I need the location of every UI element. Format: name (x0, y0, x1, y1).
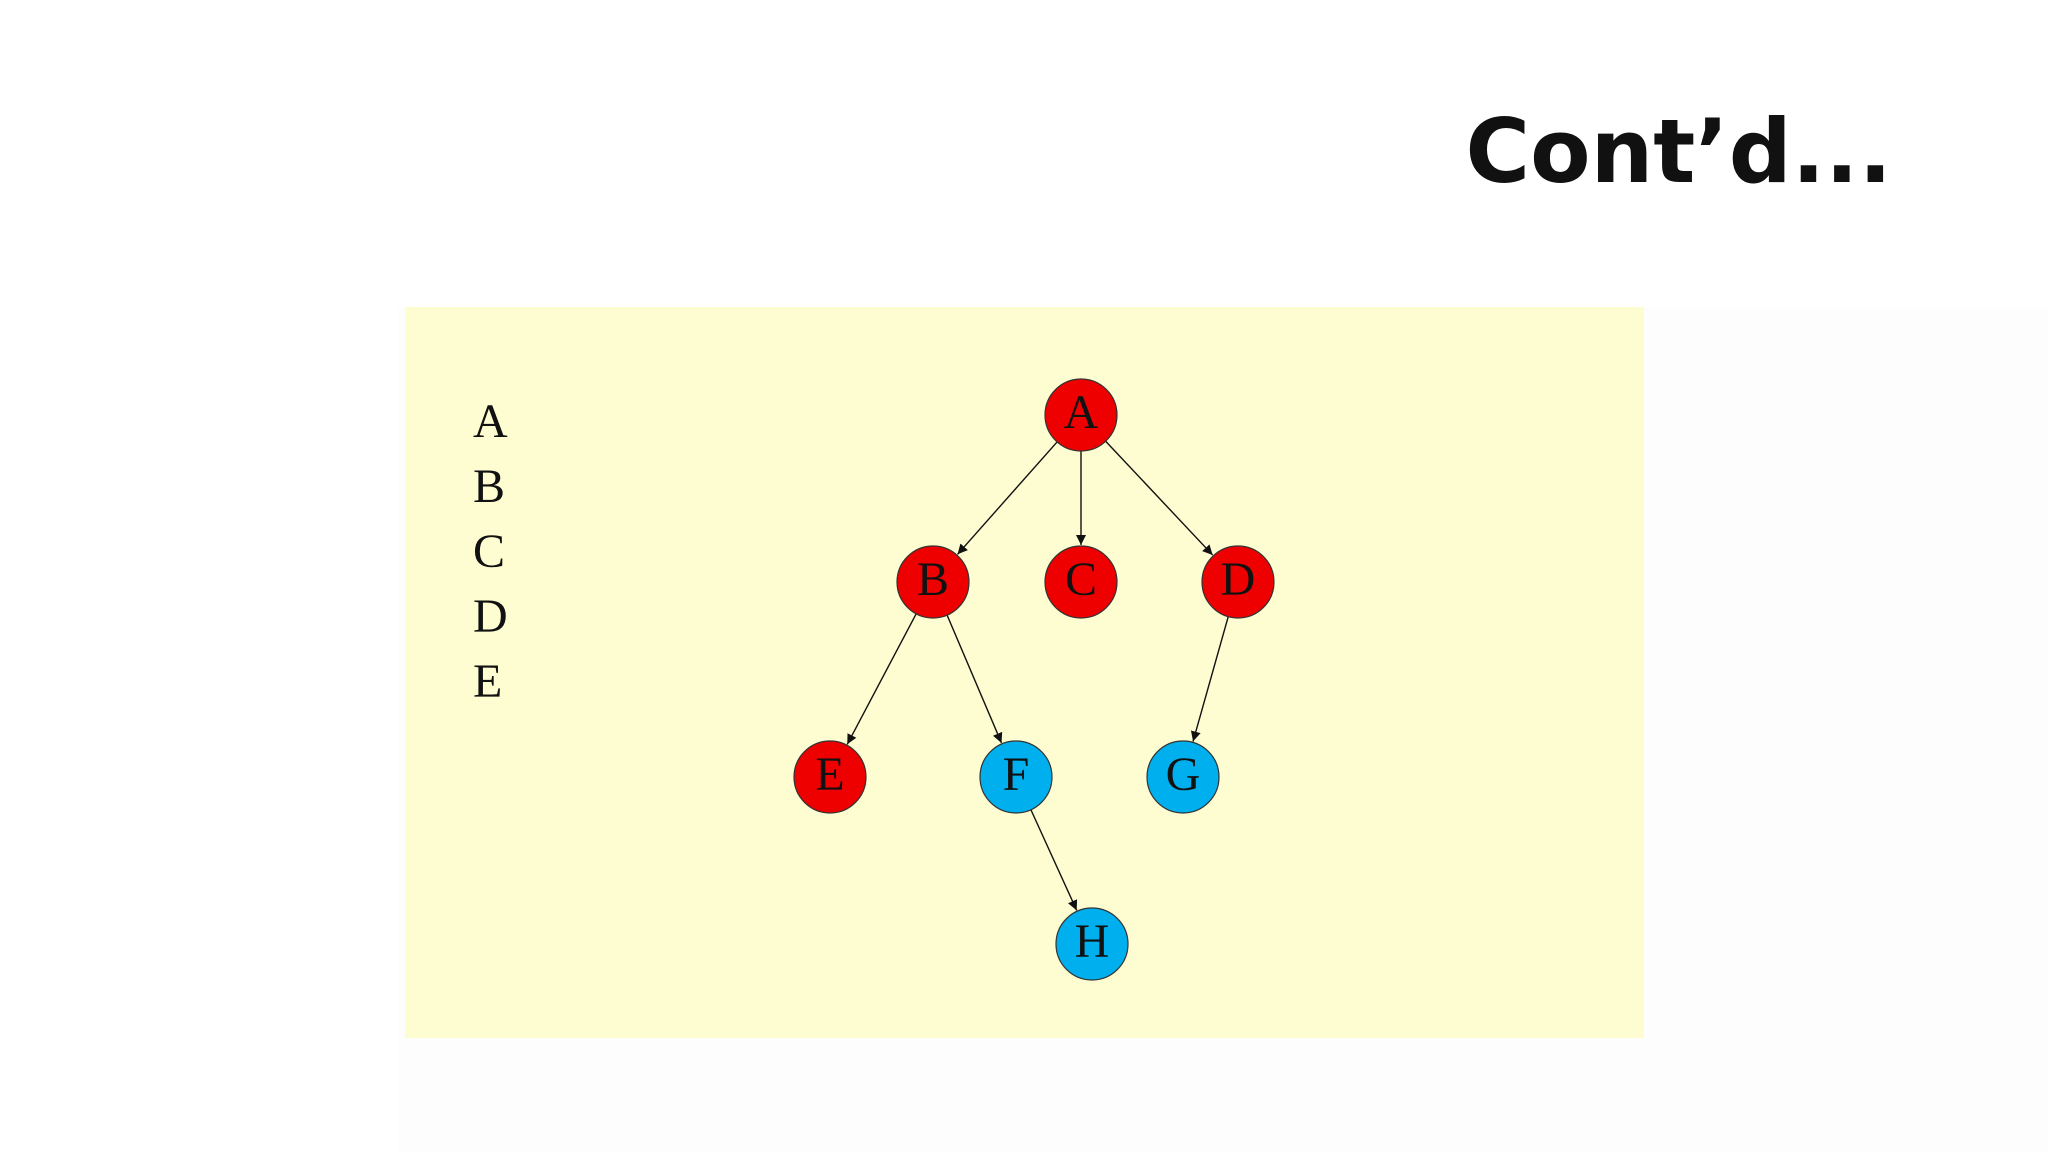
edge-a-b (957, 441, 1058, 555)
node-label: G (1166, 748, 1201, 801)
node-h: H (1055, 907, 1129, 981)
node-label: B (917, 553, 949, 606)
edge-d-g (1190, 616, 1229, 742)
node-label: H (1075, 915, 1110, 968)
visit-order-item: B (473, 460, 506, 513)
edge-f-h (1030, 809, 1078, 911)
node-e: E (793, 740, 867, 814)
node-circle (896, 545, 970, 619)
node-circle (1044, 378, 1118, 452)
node-circle (1044, 545, 1118, 619)
visit-order-item: C (473, 525, 506, 578)
node-b: B (896, 545, 970, 619)
node-circle (1055, 907, 1129, 981)
edge-b-e (846, 613, 917, 745)
edges-layer (846, 440, 1229, 911)
node-label: D (1221, 553, 1256, 606)
node-circle (979, 740, 1053, 814)
node-a: A (1044, 378, 1118, 452)
node-g: G (1146, 740, 1220, 814)
node-label: C (1065, 553, 1097, 606)
visit-order-item: E (473, 655, 503, 708)
nodes-layer: A B C D E F G H (793, 378, 1275, 981)
node-circle (1146, 740, 1220, 814)
node-circle (1201, 545, 1275, 619)
node-f: F (979, 740, 1053, 814)
edge-a-d (1105, 440, 1214, 556)
slide-title: Cont’d... (1465, 100, 1892, 203)
tree-diagram: A B C D E F G H (793, 378, 1275, 981)
node-circle (793, 740, 867, 814)
node-c: C (1044, 545, 1118, 619)
visit-order-list: A B C D E (473, 389, 508, 714)
visit-order-item: A (473, 395, 508, 448)
node-label: A (1064, 386, 1099, 439)
visit-order-item: D (473, 590, 508, 643)
node-label: F (1003, 748, 1030, 801)
edge-b-f (946, 614, 1003, 744)
node-d: D (1201, 545, 1275, 619)
node-label: E (815, 748, 844, 801)
